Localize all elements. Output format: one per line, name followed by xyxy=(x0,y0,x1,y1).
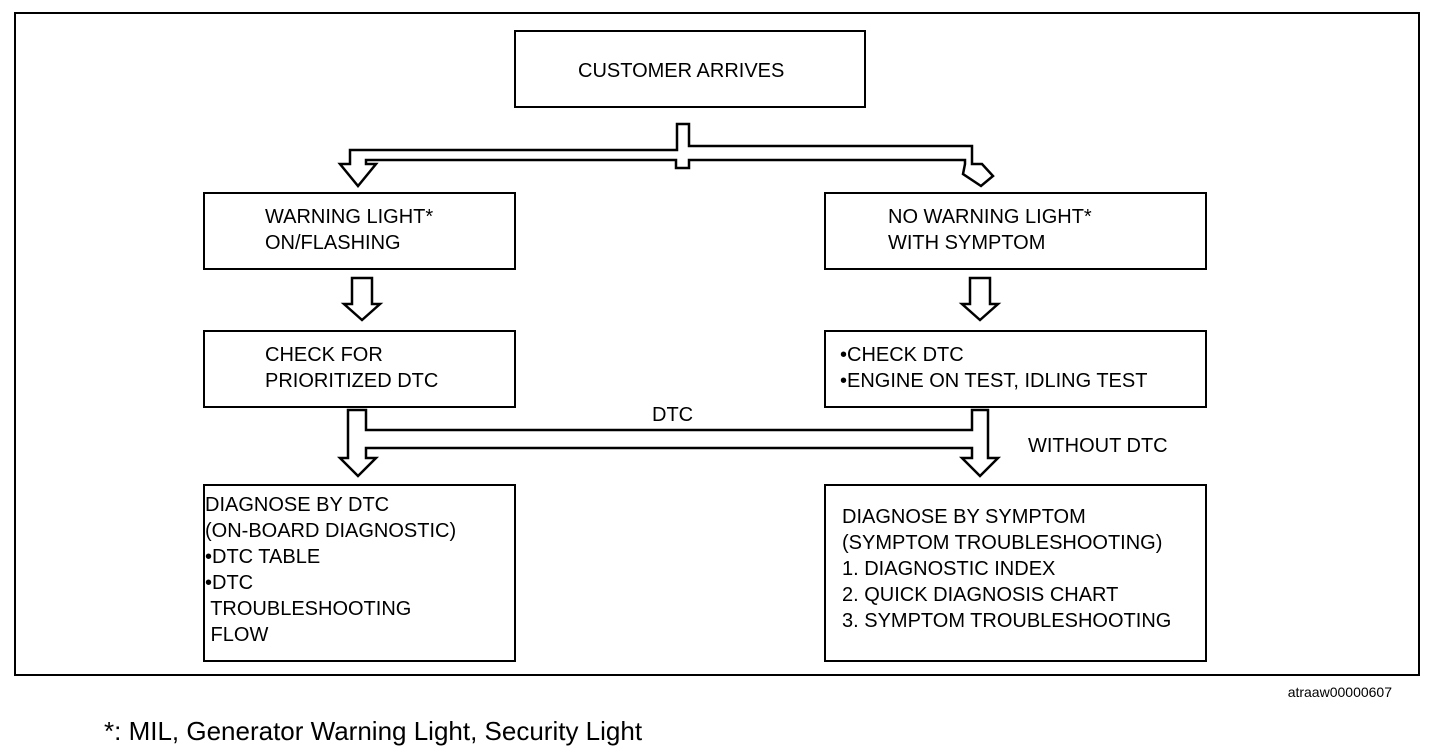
diagnose-by-symptom-box: DIAGNOSE BY SYMPTOM (SYMPTOM TROUBLESHOO… xyxy=(824,484,1207,662)
warning-light-box: WARNING LIGHT* ON/FLASHING xyxy=(203,192,516,270)
footnote: *: MIL, Generator Warning Light, Securit… xyxy=(104,716,643,746)
dtc-label: DTC xyxy=(652,404,694,426)
diagnose-by-symptom-text: DIAGNOSE BY SYMPTOM (SYMPTOM TROUBLESHOO… xyxy=(842,506,1172,632)
down-arrow-left-1 xyxy=(340,276,384,322)
diagnose-by-dtc-box: DIAGNOSE BY DTC (ON-BOARD DIAGNOSTIC) •D… xyxy=(203,484,516,662)
check-dtc-text: •CHECK DTC •ENGINE ON TEST, IDLING TEST xyxy=(840,344,1148,392)
diagram-frame xyxy=(14,12,1420,676)
check-prioritized-dtc-text: CHECK FOR PRIORITIZED DTC xyxy=(265,344,439,392)
down-arrow-right-1 xyxy=(958,276,1002,322)
warning-light-text: WARNING LIGHT* ON/FLASHING xyxy=(265,206,434,254)
no-warning-light-text: NO WARNING LIGHT* WITH SYMPTOM xyxy=(888,206,1092,254)
customer-arrives-box: CUSTOMER ARRIVES xyxy=(514,30,866,108)
split-arrow xyxy=(337,122,995,188)
check-dtc-box: •CHECK DTC •ENGINE ON TEST, IDLING TEST xyxy=(824,330,1207,408)
dtc-arrow-left xyxy=(336,408,1002,478)
customer-arrives-text: CUSTOMER ARRIVES xyxy=(578,60,785,82)
diagnose-by-dtc-text: DIAGNOSE BY DTC (ON-BOARD DIAGNOSTIC) •D… xyxy=(205,494,457,646)
check-prioritized-dtc-box: CHECK FOR PRIORITIZED DTC xyxy=(203,330,516,408)
no-warning-light-box: NO WARNING LIGHT* WITH SYMPTOM xyxy=(824,192,1207,270)
figure-code: atraaw00000607 xyxy=(1287,684,1392,700)
without-dtc-label: WITHOUT DTC xyxy=(1028,435,1168,457)
